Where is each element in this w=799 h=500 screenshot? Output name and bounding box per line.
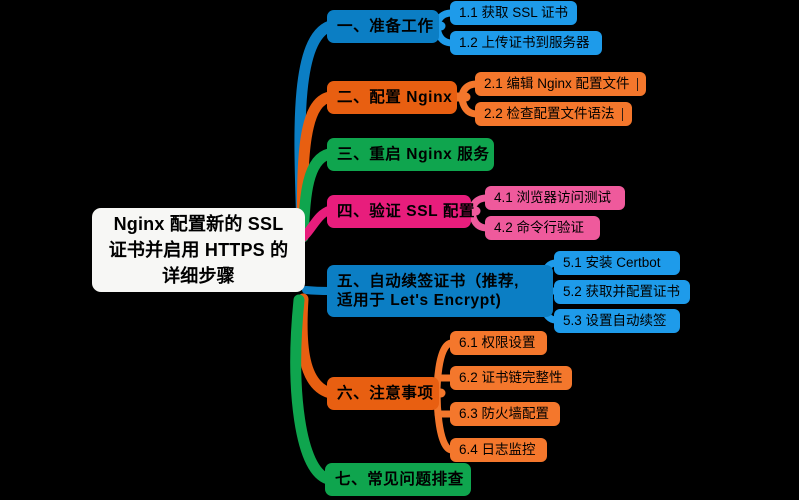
connector-root-branch-2 xyxy=(296,91,336,240)
branch-6-child-2[interactable]: 6.2 证书链完整性 xyxy=(450,366,572,390)
branch-6-child-4-label: 6.4 日志监控 xyxy=(459,441,536,457)
branch-7-label: 七、常见问题排查 xyxy=(335,470,464,488)
branch-1-child-2[interactable]: 1.2 上传证书到服务器 xyxy=(450,31,602,55)
branch-5-child-1-label: 5.1 安装 Certbot xyxy=(563,254,661,270)
branch-5-node[interactable]: 五、自动续签证书（推荐, 适用于 Let's Encrypt) xyxy=(327,265,553,317)
branch-5-child-3[interactable]: 5.3 设置自动续签 xyxy=(554,309,680,333)
text-caret xyxy=(621,107,623,121)
branch-2-label: 二、配置 Nginx xyxy=(337,88,453,106)
branch-4-child-2-label: 4.2 命令行验证 xyxy=(494,219,585,235)
branch-6-child-2-label: 6.2 证书链完整性 xyxy=(459,369,563,385)
branch-2-child-1-label: 2.1 编辑 Nginx 配置文件 xyxy=(484,75,630,91)
connector-root-branch-1 xyxy=(294,20,336,238)
branch-5-child-1[interactable]: 5.1 安装 Certbot xyxy=(554,251,680,275)
branch-6-label: 六、注意事项 xyxy=(337,384,434,402)
branch-1-child-2-label: 1.2 上传证书到服务器 xyxy=(459,34,590,50)
branch-2-child-1[interactable]: 2.1 编辑 Nginx 配置文件 xyxy=(475,72,646,96)
branch-4-child-2[interactable]: 4.2 命令行验证 xyxy=(485,216,600,240)
branch-4-child-1[interactable]: 4.1 浏览器访问测试 xyxy=(485,186,625,210)
branch-1-label: 一、准备工作 xyxy=(337,17,434,35)
branch-4-node[interactable]: 四、验证 SSL 配置 xyxy=(327,195,474,228)
branch-5-child-2-label: 5.2 获取并配置证书 xyxy=(563,283,681,299)
connector-root-branch-7 xyxy=(290,294,334,485)
connector-branch-6-children xyxy=(433,339,456,454)
branch-5-child-3-label: 5.3 设置自动续签 xyxy=(563,312,667,328)
branch-6-child-1[interactable]: 6.1 权限设置 xyxy=(450,331,547,355)
branch-5-child-2[interactable]: 5.2 获取并配置证书 xyxy=(554,280,690,304)
root-node-label: Nginx 配置新的 SSL 证书并启用 HTTPS 的 详细步骤 xyxy=(108,213,289,287)
connector-root-branch-6 xyxy=(296,293,336,399)
branch-2-node[interactable]: 二、配置 Nginx xyxy=(327,81,457,114)
branch-6-child-3[interactable]: 6.3 防火墙配置 xyxy=(450,402,560,426)
branch-6-child-4[interactable]: 6.4 日志监控 xyxy=(450,438,547,462)
branch-6-node[interactable]: 六、注意事项 xyxy=(327,377,439,410)
root-node[interactable]: Nginx 配置新的 SSL 证书并启用 HTTPS 的 详细步骤 xyxy=(92,208,305,292)
branch-3-node[interactable]: 三、重启 Nginx 服务 xyxy=(327,138,494,171)
branch-7-node[interactable]: 七、常见问题排查 xyxy=(325,463,471,496)
branch-1-child-1[interactable]: 1.1 获取 SSL 证书 xyxy=(450,1,577,25)
branch-3-label: 三、重启 Nginx 服务 xyxy=(337,145,490,163)
branch-2-child-2[interactable]: 2.2 检查配置文件语法 xyxy=(475,102,632,126)
branch-4-child-1-label: 4.1 浏览器访问测试 xyxy=(494,189,612,205)
connector-root-branch-3 xyxy=(297,148,335,243)
branch-6-child-1-label: 6.1 权限设置 xyxy=(459,334,536,350)
branch-4-label: 四、验证 SSL 配置 xyxy=(337,202,476,220)
branch-2-child-2-label: 2.2 检查配置文件语法 xyxy=(484,105,615,121)
branch-6-child-3-label: 6.3 防火墙配置 xyxy=(459,405,550,421)
branch-1-child-1-label: 1.1 获取 SSL 证书 xyxy=(459,4,569,20)
branch-1-node[interactable]: 一、准备工作 xyxy=(327,10,439,43)
branch-5-label: 五、自动续签证书（推荐, 适用于 Let's Encrypt) xyxy=(337,272,520,309)
